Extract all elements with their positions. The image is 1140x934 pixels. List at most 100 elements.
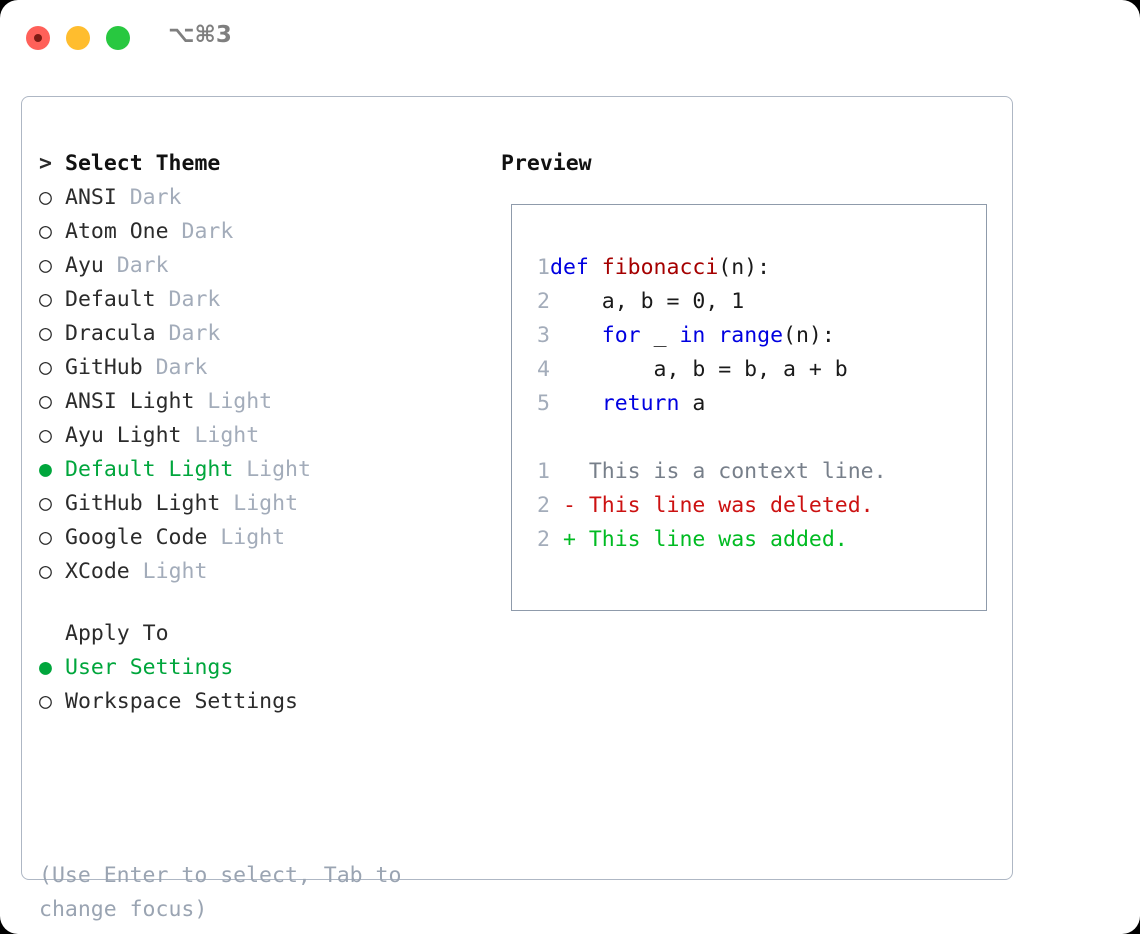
theme-option-list: ○ANSI Dark○Atom One Dark○Ayu Dark○Defaul… — [39, 181, 479, 589]
theme-variant-tag: Dark — [116, 185, 182, 210]
code-blank-line — [526, 421, 887, 455]
radio-unselected-icon: ○ — [39, 689, 52, 714]
apply-to-option-label: User Settings — [65, 655, 234, 680]
theme-variant-tag: Light — [181, 423, 260, 448]
theme-option-label: Ayu — [65, 253, 104, 278]
theme-variant-tag: Dark — [103, 253, 169, 278]
code-token: (n): — [783, 323, 835, 348]
diff-line: 2 + This line was added. — [526, 523, 887, 557]
maximize-button[interactable] — [106, 26, 130, 50]
apply-to-option-user-settings[interactable]: ● User Settings — [39, 651, 479, 685]
theme-selector-panel: >Select Theme ○ANSI Dark○Atom One Dark○A… — [21, 96, 1013, 922]
theme-option-default[interactable]: ○Default Dark — [39, 283, 479, 317]
theme-option-label: Atom One — [65, 219, 169, 244]
code-token: for — [601, 323, 641, 348]
section-spacer — [39, 589, 479, 617]
radio-unselected-icon: ○ — [39, 219, 52, 244]
radio-unselected-icon: ○ — [39, 389, 52, 414]
code-token: in — [679, 323, 706, 348]
theme-variant-tag: Light — [129, 559, 208, 584]
theme-option-label: Google Code — [65, 525, 208, 550]
code-token: fibonacci — [601, 255, 719, 280]
theme-option-github[interactable]: ○ GitHub Dark — [39, 351, 479, 385]
theme-option-label: ANSI Light — [65, 389, 195, 414]
theme-option-label: GitHub Light — [65, 491, 221, 516]
code-token — [550, 323, 602, 348]
code-line-number: 5 — [537, 391, 550, 416]
code-line: 5 return a — [526, 387, 887, 421]
theme-option-label: Default Light — [65, 457, 234, 482]
minimize-button[interactable] — [66, 26, 90, 50]
theme-variant-tag: Light — [194, 389, 273, 414]
radio-unselected-icon: ○ — [39, 423, 52, 448]
keyboard-shortcut-label: ⌥⌘3 — [168, 22, 232, 48]
code-line-number: 2 — [537, 527, 550, 552]
theme-variant-tag: Dark — [142, 355, 208, 380]
theme-option-dracula[interactable]: ○Dracula Dark — [39, 317, 479, 351]
radio-unselected-icon: ○ — [39, 321, 52, 346]
theme-option-ansi[interactable]: ○ ANSI Dark — [39, 181, 479, 215]
preview-heading: Preview — [501, 151, 592, 176]
apply-to-option-label: Workspace Settings — [65, 689, 298, 714]
code-line-number: 1 — [537, 459, 550, 484]
code-token: This is a context line. — [550, 459, 887, 484]
apply-to-heading: ○Apply To — [39, 617, 479, 651]
select-theme-heading: >Select Theme — [39, 147, 479, 181]
code-token: a, b = 0, 1 — [550, 289, 745, 314]
radio-unselected-icon: ○ — [39, 491, 52, 516]
code-line-number: 1 — [537, 255, 550, 280]
apply-to-option-list: ● User Settings ○ Workspace Settings — [39, 651, 479, 719]
code-line: 1def fibonacci(n): — [526, 251, 887, 285]
code-line-number: 2 — [537, 289, 550, 314]
radio-unselected-icon: ○ — [39, 559, 52, 584]
title-bar: ⌥⌘3 — [0, 0, 1140, 76]
radio-unselected-icon: ○ — [39, 355, 52, 380]
code-token: + This line was added. — [550, 527, 848, 552]
code-token: a — [679, 391, 706, 416]
close-button[interactable] — [26, 26, 50, 50]
code-token: _ — [640, 323, 680, 348]
code-token — [705, 323, 718, 348]
theme-variant-tag: Light — [233, 457, 311, 482]
theme-option-label: ANSI — [65, 185, 117, 210]
theme-option-default-light[interactable]: ● Default Light Light — [39, 453, 479, 487]
theme-option-xcode[interactable]: ○XCode Light — [39, 555, 479, 589]
theme-variant-tag: Light — [207, 525, 286, 550]
theme-list-column: >Select Theme ○ANSI Dark○Atom One Dark○A… — [39, 147, 479, 719]
code-line-number: 2 — [537, 493, 550, 518]
code-token: return — [601, 391, 680, 416]
code-token: range — [718, 323, 784, 348]
diff-line: 2 - This line was deleted. — [526, 489, 887, 523]
radio-unselected-icon: ○ — [39, 287, 52, 312]
code-token: a, b = b, a + b — [550, 357, 848, 382]
apply-to-option-workspace-settings[interactable]: ○ Workspace Settings — [39, 685, 479, 719]
keyboard-hint-text: (Use Enter to select, Tab to change focu… — [39, 863, 402, 922]
diff-line: 1 This is a context line. — [526, 455, 887, 489]
theme-option-github-light[interactable]: ○ GitHub Light Light — [39, 487, 479, 521]
theme-option-label: GitHub — [65, 355, 143, 380]
theme-option-ayu-light[interactable]: ○Ayu Light Light — [39, 419, 479, 453]
code-token: - This line was deleted. — [550, 493, 874, 518]
theme-option-google-code[interactable]: ○Google Code Light — [39, 521, 479, 555]
code-line-number: 4 — [537, 357, 550, 382]
theme-option-ayu[interactable]: ○ Ayu Dark — [39, 249, 479, 283]
code-token — [550, 391, 602, 416]
theme-option-atom-one[interactable]: ○ Atom One Dark — [39, 215, 479, 249]
radio-selected-icon: ● — [39, 655, 52, 680]
theme-option-label: Dracula — [65, 321, 156, 346]
prompt-caret-icon: > — [39, 151, 52, 176]
preview-column: Preview — [501, 147, 592, 181]
code-line: 2 a, b = 0, 1 — [526, 285, 887, 319]
theme-variant-tag: Light — [220, 491, 299, 516]
radio-selected-icon: ● — [39, 457, 52, 482]
theme-option-ansi-light[interactable]: ○ ANSI Light Light — [39, 385, 479, 419]
code-token: def — [550, 255, 602, 280]
apply-to-heading-indent: ○ — [39, 617, 65, 651]
radio-unselected-icon: ○ — [39, 185, 52, 210]
radio-unselected-icon: ○ — [39, 253, 52, 278]
theme-variant-tag: Dark — [168, 219, 234, 244]
code-token: (n): — [718, 255, 771, 280]
